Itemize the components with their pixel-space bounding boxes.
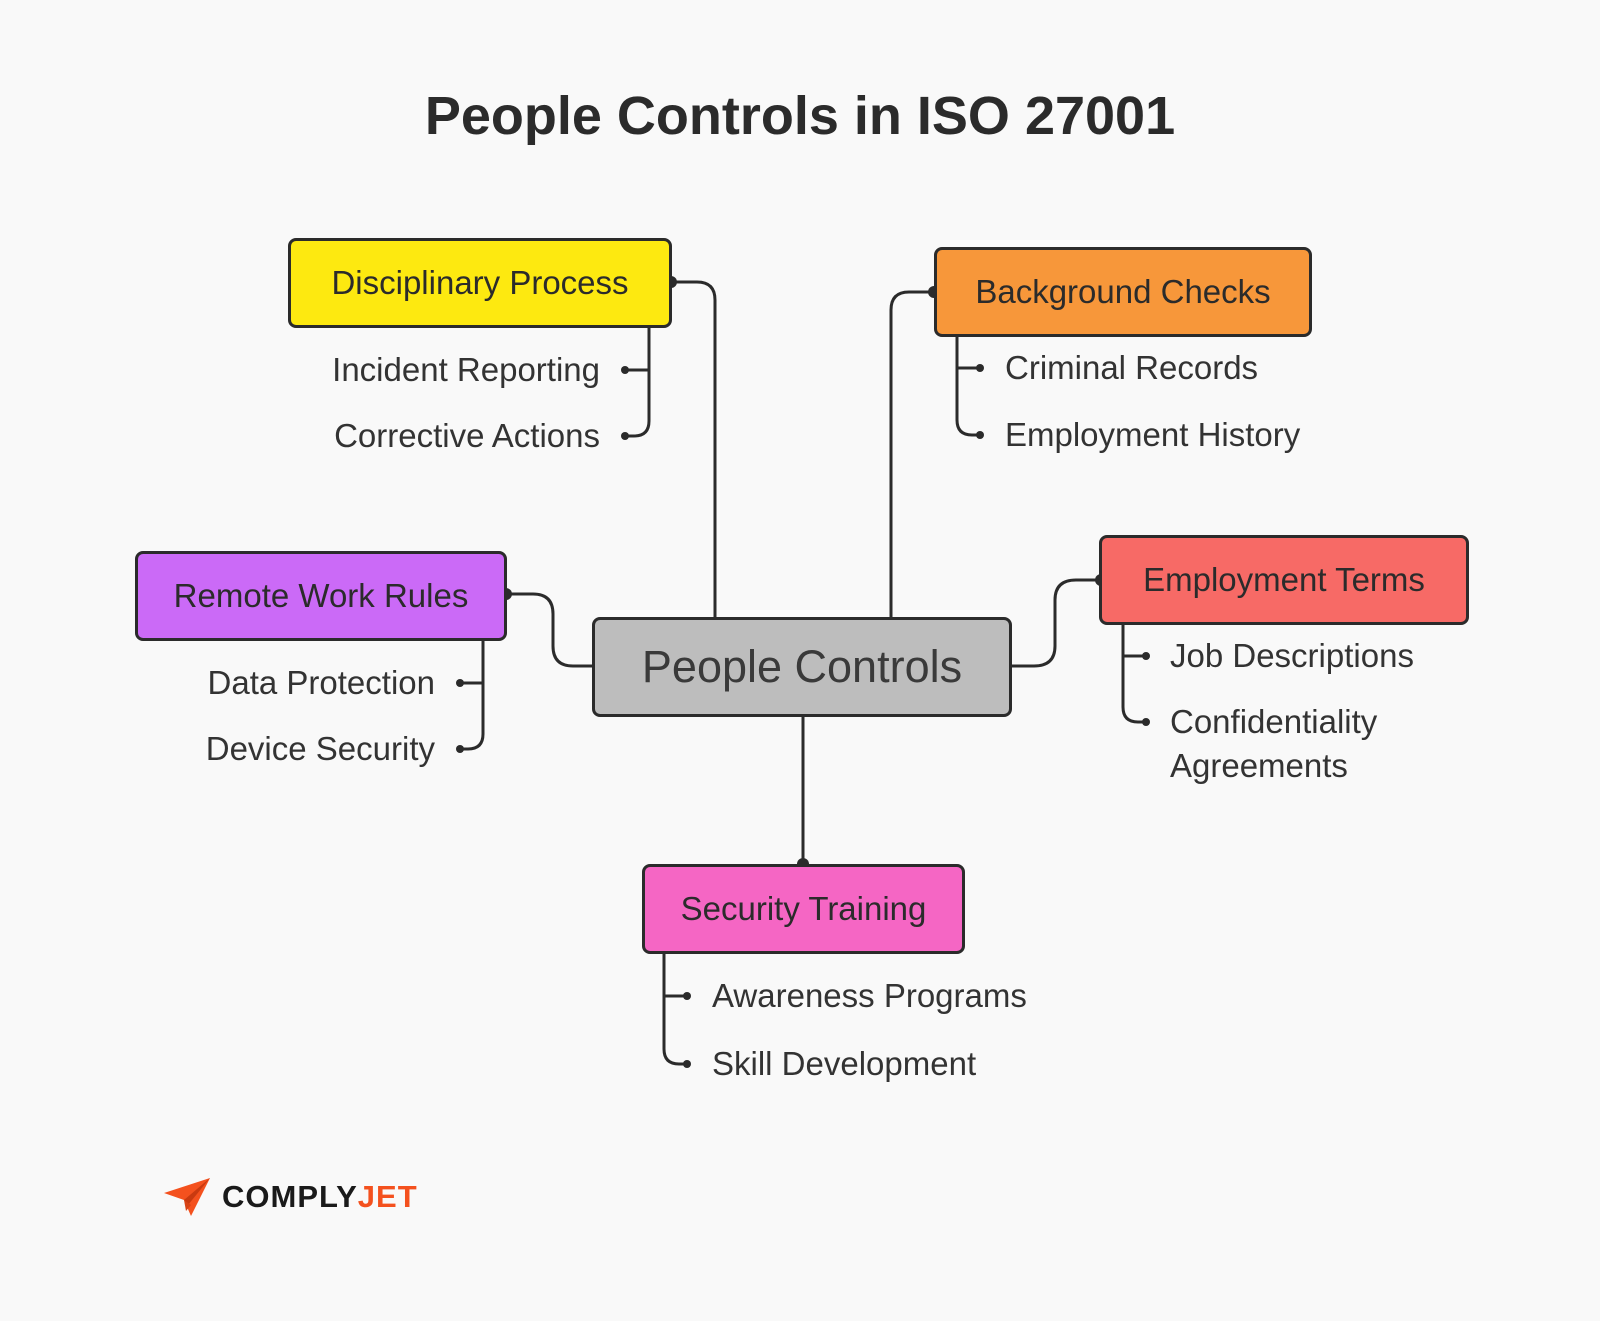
- dot-confidentiality: [1142, 718, 1150, 726]
- connector-background-items: [955, 335, 982, 437]
- page-title: People Controls in ISO 27001: [424, 86, 1176, 146]
- node-people-controls-label: People Controls: [641, 641, 963, 692]
- node-background-checks: Background Checks: [934, 247, 1312, 337]
- leaf-incident-reporting: Incident Reporting: [332, 351, 600, 388]
- dot-dataprot: [456, 679, 464, 687]
- node-employment-terms-label: Employment Terms: [1143, 561, 1425, 598]
- dot-criminal: [976, 364, 984, 372]
- leaf-employment-history: Employment History: [1005, 416, 1301, 453]
- node-remote-work-rules-label: Remote Work Rules: [173, 577, 469, 614]
- node-people-controls: People Controls: [592, 617, 1012, 717]
- dot-corrective: [621, 432, 629, 440]
- leaf-skill-development: Skill Development: [712, 1045, 977, 1082]
- leaf-awareness-programs: Awareness Programs: [712, 977, 1027, 1014]
- node-background-checks-label: Background Checks: [975, 273, 1271, 310]
- leaf-device-security: Device Security: [205, 730, 435, 767]
- leaf-data-protection: Data Protection: [207, 664, 435, 701]
- dot-awareness: [683, 992, 691, 1000]
- dot-incident: [621, 366, 629, 374]
- logo-text: COMPLYJET: [222, 1175, 418, 1219]
- dot-jobdesc: [1142, 652, 1150, 660]
- logo-text-comply: COMPLY: [222, 1179, 358, 1214]
- node-disciplinary-process: Disciplinary Process: [288, 238, 672, 328]
- leaf-criminal-records: Criminal Records: [1005, 349, 1259, 386]
- connector-center-background: [889, 290, 936, 619]
- logo-text-jet: JET: [357, 1179, 418, 1214]
- dot-emphistory: [976, 431, 984, 439]
- paper-plane-icon: [164, 1178, 210, 1216]
- complyjet-logo: COMPLYJET: [162, 1175, 418, 1219]
- leaf-corrective-actions: Corrective Actions: [334, 417, 600, 454]
- connector-center-disciplinary: [669, 280, 717, 619]
- connector-remote-items: [458, 637, 485, 751]
- node-employment-terms: Employment Terms: [1099, 535, 1469, 625]
- node-remote-work-rules: Remote Work Rules: [135, 551, 507, 641]
- leaf-confidentiality-agreements: Confidentiality Agreements: [1170, 703, 1378, 784]
- dot-devicesec: [456, 745, 464, 753]
- node-security-training: Security Training: [642, 864, 965, 954]
- leaf-job-descriptions: Job Descriptions: [1170, 637, 1414, 674]
- node-disciplinary-process-label: Disciplinary Process: [331, 264, 629, 301]
- connector-disciplinary-items: [623, 325, 651, 438]
- connector-center-employment: [1009, 578, 1103, 668]
- connector-training-items: [662, 950, 689, 1066]
- dot-skill: [683, 1060, 691, 1068]
- node-security-training-label: Security Training: [680, 890, 927, 927]
- connector-employment-items: [1121, 623, 1148, 724]
- connector-center-remote: [504, 592, 594, 668]
